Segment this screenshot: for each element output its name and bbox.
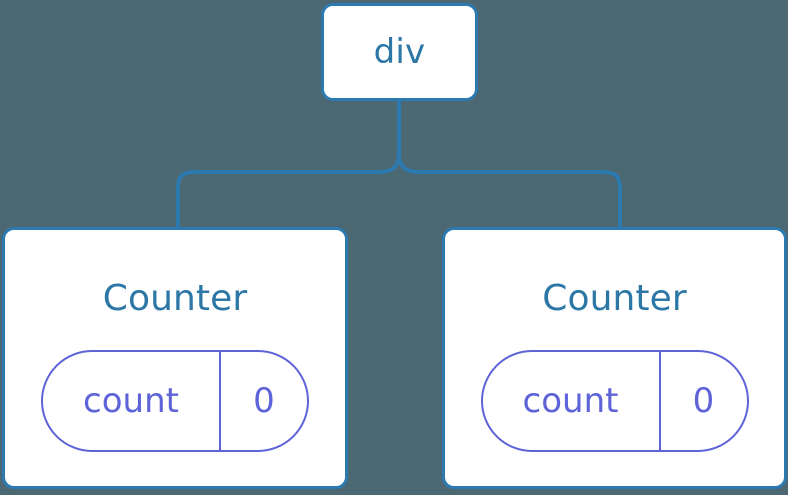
node-counter-right-label: Counter	[542, 278, 687, 319]
edge-to-right-child	[397, 151, 622, 229]
edge-to-left-child	[176, 151, 401, 229]
node-counter-left[interactable]: Counter count 0	[2, 227, 348, 489]
state-pill-right[interactable]: count 0	[480, 350, 749, 452]
state-value-left: 0	[253, 381, 275, 421]
state-pill-left[interactable]: count 0	[41, 350, 309, 452]
state-key-left: count	[43, 352, 221, 450]
node-div-label: div	[373, 32, 426, 72]
node-counter-right[interactable]: Counter count 0	[442, 227, 787, 489]
state-key-right: count	[483, 352, 661, 450]
node-div[interactable]: div	[321, 3, 478, 101]
state-value-right: 0	[692, 381, 715, 421]
node-counter-left-label: Counter	[102, 278, 248, 319]
